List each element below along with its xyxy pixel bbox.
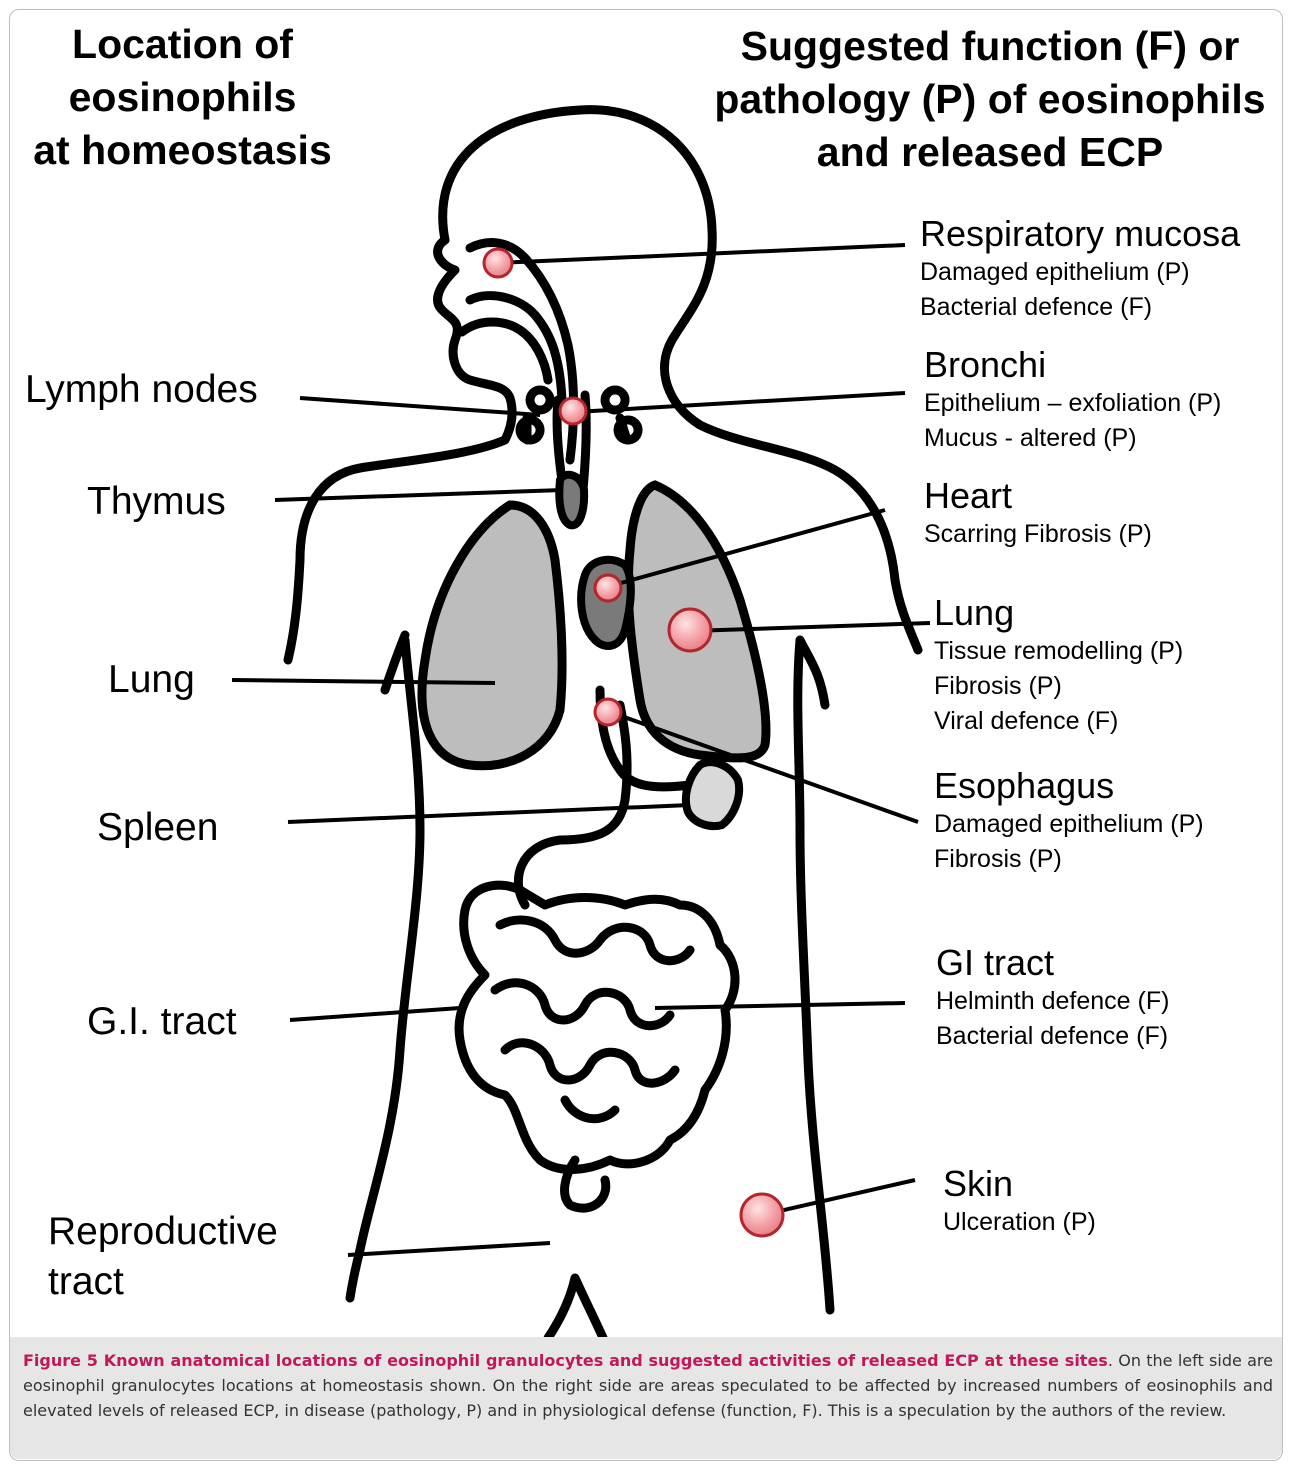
- marker-bronchi: [560, 398, 586, 424]
- caption-title: Figure 5 Known anatomical locations of e…: [23, 1351, 1108, 1370]
- site-detail: Mucus - altered (P): [924, 421, 1221, 456]
- torso-left: [350, 635, 420, 1298]
- site-title: Bronchi: [924, 344, 1221, 386]
- site-detail: Fibrosis (P): [934, 669, 1183, 704]
- site-title: Respiratory mucosa: [920, 213, 1240, 255]
- site-detail: Fibrosis (P): [934, 842, 1204, 877]
- label-lymph-nodes: Lymph nodes: [25, 368, 258, 412]
- site-detail: Viral defence (F): [934, 704, 1183, 739]
- site-esophagus: Esophagus Damaged epithelium (P) Fibrosi…: [934, 765, 1204, 877]
- site-heart: Heart Scarring Fibrosis (P): [924, 475, 1152, 552]
- marker-esophagus: [595, 699, 621, 725]
- left-heading-line-3: at homeostasis: [20, 124, 345, 177]
- torso-right: [798, 640, 830, 1310]
- site-title: Esophagus: [934, 765, 1204, 807]
- site-title: Heart: [924, 475, 1152, 517]
- site-detail: Tissue remodelling (P): [934, 634, 1183, 669]
- site-title: Skin: [943, 1163, 1096, 1205]
- heart: [581, 560, 631, 646]
- left-heading: Location of eosinophils at homeostasis: [20, 18, 345, 177]
- site-detail: Ulceration (P): [943, 1205, 1096, 1240]
- site-detail: Damaged epithelium (P): [920, 255, 1240, 290]
- tongue: [462, 322, 548, 380]
- site-detail: Bacterial defence (F): [920, 290, 1240, 325]
- site-skin: Skin Ulceration (P): [943, 1163, 1096, 1240]
- site-bronchi: Bronchi Epithelium – exfoliation (P) Muc…: [924, 344, 1221, 456]
- figure-caption: Figure 5 Known anatomical locations of e…: [23, 1348, 1273, 1423]
- site-gi-tract: GI tract Helminth defence (F) Bacterial …: [936, 942, 1169, 1054]
- site-lung: Lung Tissue remodelling (P) Fibrosis (P)…: [934, 592, 1183, 739]
- marker-lung: [669, 609, 711, 651]
- marker-skin: [741, 1194, 783, 1236]
- right-heading-line-1: Suggested function (F) or: [690, 20, 1290, 73]
- left-heading-line-2: eosinophils: [20, 71, 345, 124]
- right-heading-line-3: and released ECP: [690, 126, 1290, 179]
- site-detail: Bacterial defence (F): [936, 1019, 1169, 1054]
- site-detail: Damaged epithelium (P): [934, 807, 1204, 842]
- label-reproductive-tract: tract: [48, 1260, 124, 1304]
- groin: [548, 1278, 604, 1340]
- site-detail: Epithelium – exfoliation (P): [924, 386, 1221, 421]
- right-lung-image-left: [422, 505, 562, 766]
- lymph-nodes-right: [605, 390, 638, 440]
- site-detail: Scarring Fibrosis (P): [924, 517, 1152, 552]
- marker-respiratory-mucosa: [484, 249, 512, 277]
- label-lung-left: Lung: [108, 658, 195, 702]
- label-reproductive: Reproductive: [48, 1210, 278, 1254]
- site-title: GI tract: [936, 942, 1169, 984]
- thymus: [559, 475, 584, 526]
- label-spleen: Spleen: [97, 806, 218, 850]
- marker-heart: [595, 575, 621, 601]
- label-thymus: Thymus: [87, 480, 226, 524]
- site-respiratory-mucosa: Respiratory mucosa Damaged epithelium (P…: [920, 213, 1240, 325]
- right-heading: Suggested function (F) or pathology (P) …: [690, 20, 1290, 179]
- site-title: Lung: [934, 592, 1183, 634]
- site-detail: Helminth defence (F): [936, 984, 1169, 1019]
- spleen: [686, 762, 739, 826]
- left-heading-line-1: Location of: [20, 18, 345, 71]
- label-gi-tract-left: G.I. tract: [87, 1000, 237, 1044]
- right-heading-line-2: pathology (P) of eosinophils: [690, 73, 1290, 126]
